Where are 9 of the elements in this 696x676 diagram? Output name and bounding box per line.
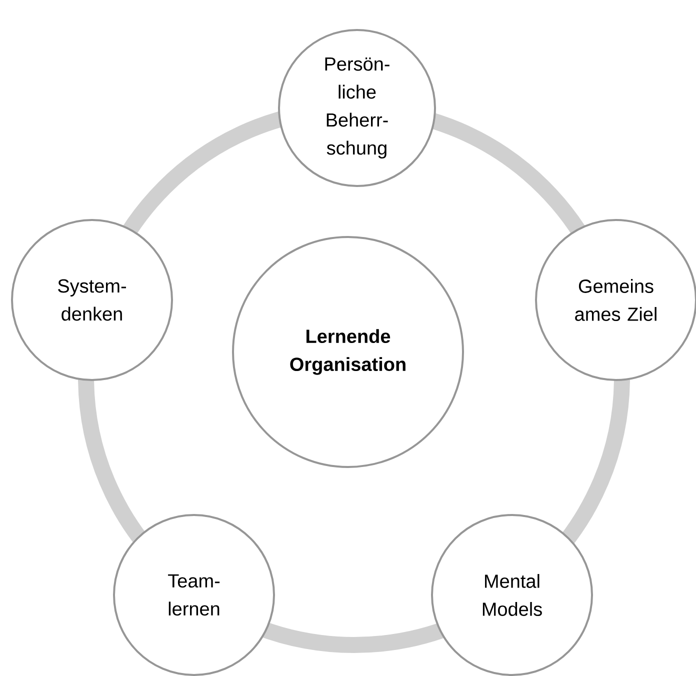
circle-node: Mental Models	[431, 514, 593, 676]
node-label: Team- lernen	[168, 574, 220, 616]
node-label: Gemeins ames Ziel	[575, 279, 656, 321]
circle-node: System- denken	[11, 218, 173, 381]
circle-node: Persön- liche Beherr- schung	[278, 28, 436, 187]
circle-node: Gemeins ames Ziel	[535, 218, 696, 381]
circle-node: Lernende Organisation	[232, 236, 464, 468]
circle-node: Team- lernen	[113, 514, 275, 676]
node-label: Mental Models	[482, 574, 542, 616]
